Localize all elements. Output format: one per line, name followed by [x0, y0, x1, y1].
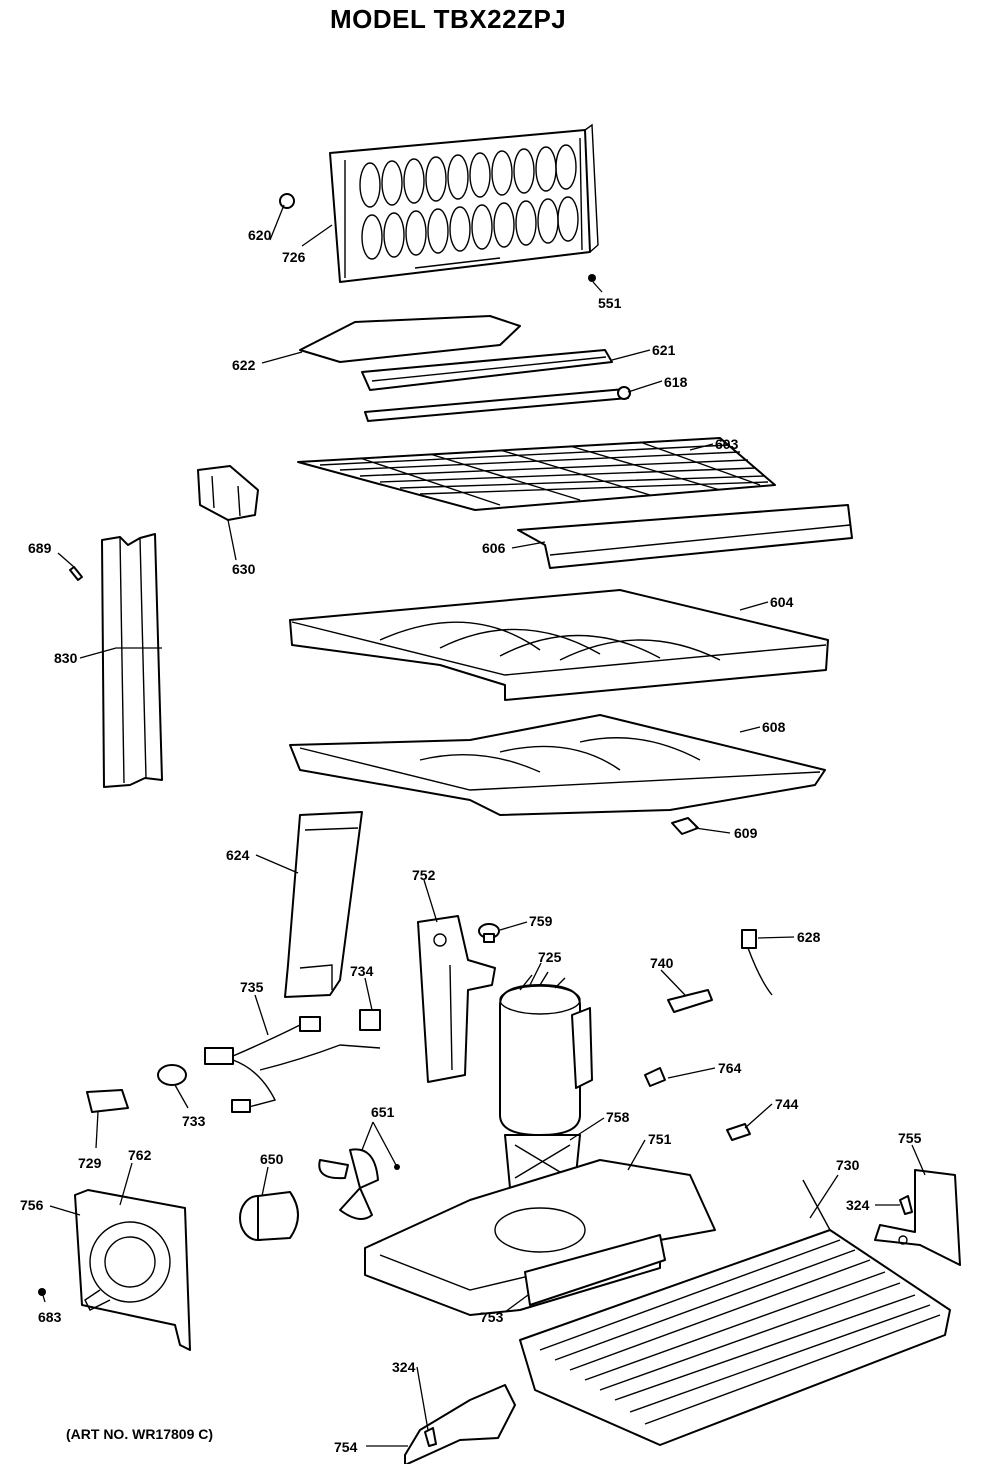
part-734-connector	[359, 1009, 381, 1031]
part-759-grommet	[478, 923, 500, 943]
callout-730: 730	[836, 1157, 860, 1173]
part-622-cover	[299, 315, 521, 363]
callout-651: 651	[371, 1104, 395, 1120]
callout-606: 606	[482, 540, 506, 556]
part-752-bracket	[417, 915, 496, 1083]
part-630-bracket	[197, 465, 259, 521]
callout-630: 630	[232, 561, 256, 577]
part-324-screw-a	[899, 1195, 913, 1215]
callout-735: 735	[240, 979, 264, 995]
callout-764: 764	[718, 1060, 742, 1076]
callout-labels: 620 726 551 622 621 618 603 630 689 606 …	[20, 227, 922, 1455]
callout-604: 604	[770, 594, 794, 610]
callout-753: 753	[480, 1309, 504, 1325]
callout-324-a: 324	[846, 1197, 870, 1213]
part-603-shelf	[297, 437, 776, 511]
part-624-duct	[284, 811, 363, 998]
callout-759: 759	[529, 913, 553, 929]
part-725-compressor	[499, 971, 593, 1136]
callout-758: 758	[606, 1109, 630, 1125]
callout-628: 628	[797, 929, 821, 945]
callout-725: 725	[538, 949, 562, 965]
diagram-title: MODEL TBX22ZPJ	[330, 4, 567, 34]
part-735-harness	[204, 1016, 381, 1113]
part-551-screw	[588, 274, 596, 282]
callout-683: 683	[38, 1309, 62, 1325]
callout-689: 689	[28, 540, 52, 556]
part-756-shroud	[74, 1189, 191, 1351]
callout-609: 609	[734, 825, 758, 841]
callout-618: 618	[664, 374, 688, 390]
callout-752: 752	[412, 867, 436, 883]
callout-740: 740	[650, 955, 674, 971]
callout-726: 726	[282, 249, 306, 265]
callout-650: 650	[260, 1151, 284, 1167]
part-324-screw-b	[424, 1427, 437, 1447]
part-830-channel	[101, 533, 163, 788]
callout-751: 751	[648, 1131, 672, 1147]
callout-754: 754	[334, 1439, 358, 1455]
callout-744: 744	[775, 1096, 799, 1112]
callout-603: 603	[715, 436, 739, 452]
part-608-pan	[289, 714, 826, 816]
callout-620: 620	[248, 227, 272, 243]
part-618-heater	[364, 386, 631, 422]
art-number: (ART NO. WR17809 C)	[66, 1426, 214, 1442]
part-729-block	[86, 1089, 129, 1113]
part-606-grille	[517, 504, 853, 569]
part-628-cord	[741, 929, 773, 996]
callout-756: 756	[20, 1197, 44, 1213]
part-726-evaporator	[329, 123, 599, 283]
callout-551: 551	[598, 295, 622, 311]
part-754-bracket	[404, 1384, 516, 1464]
part-753-bracket	[524, 1234, 666, 1306]
callout-608: 608	[762, 719, 786, 735]
callout-622: 622	[232, 357, 256, 373]
callout-624: 624	[226, 847, 250, 863]
callout-324-b: 324	[392, 1359, 416, 1375]
part-755-bracket	[874, 1169, 961, 1266]
part-730-condenser	[519, 1179, 951, 1446]
callout-734: 734	[350, 963, 374, 979]
callout-762: 762	[128, 1147, 152, 1163]
part-740-clip	[667, 989, 713, 1013]
callout-621: 621	[652, 342, 676, 358]
part-764-clamp	[644, 1067, 666, 1087]
part-689-screw	[69, 566, 83, 581]
part-620-clip	[279, 193, 295, 209]
callout-733: 733	[182, 1113, 206, 1129]
callout-729: 729	[78, 1155, 102, 1171]
part-604-shelf	[289, 589, 829, 701]
leader-lines	[41, 204, 926, 1447]
callout-830: 830	[54, 650, 78, 666]
part-609-clip	[671, 817, 699, 835]
part-650-motor	[239, 1191, 299, 1241]
part-621-rail	[361, 349, 613, 391]
part-651-fan-blade	[318, 1148, 400, 1220]
part-733-capacitor	[157, 1064, 187, 1086]
part-744-clip	[726, 1123, 751, 1141]
callout-755: 755	[898, 1130, 922, 1146]
